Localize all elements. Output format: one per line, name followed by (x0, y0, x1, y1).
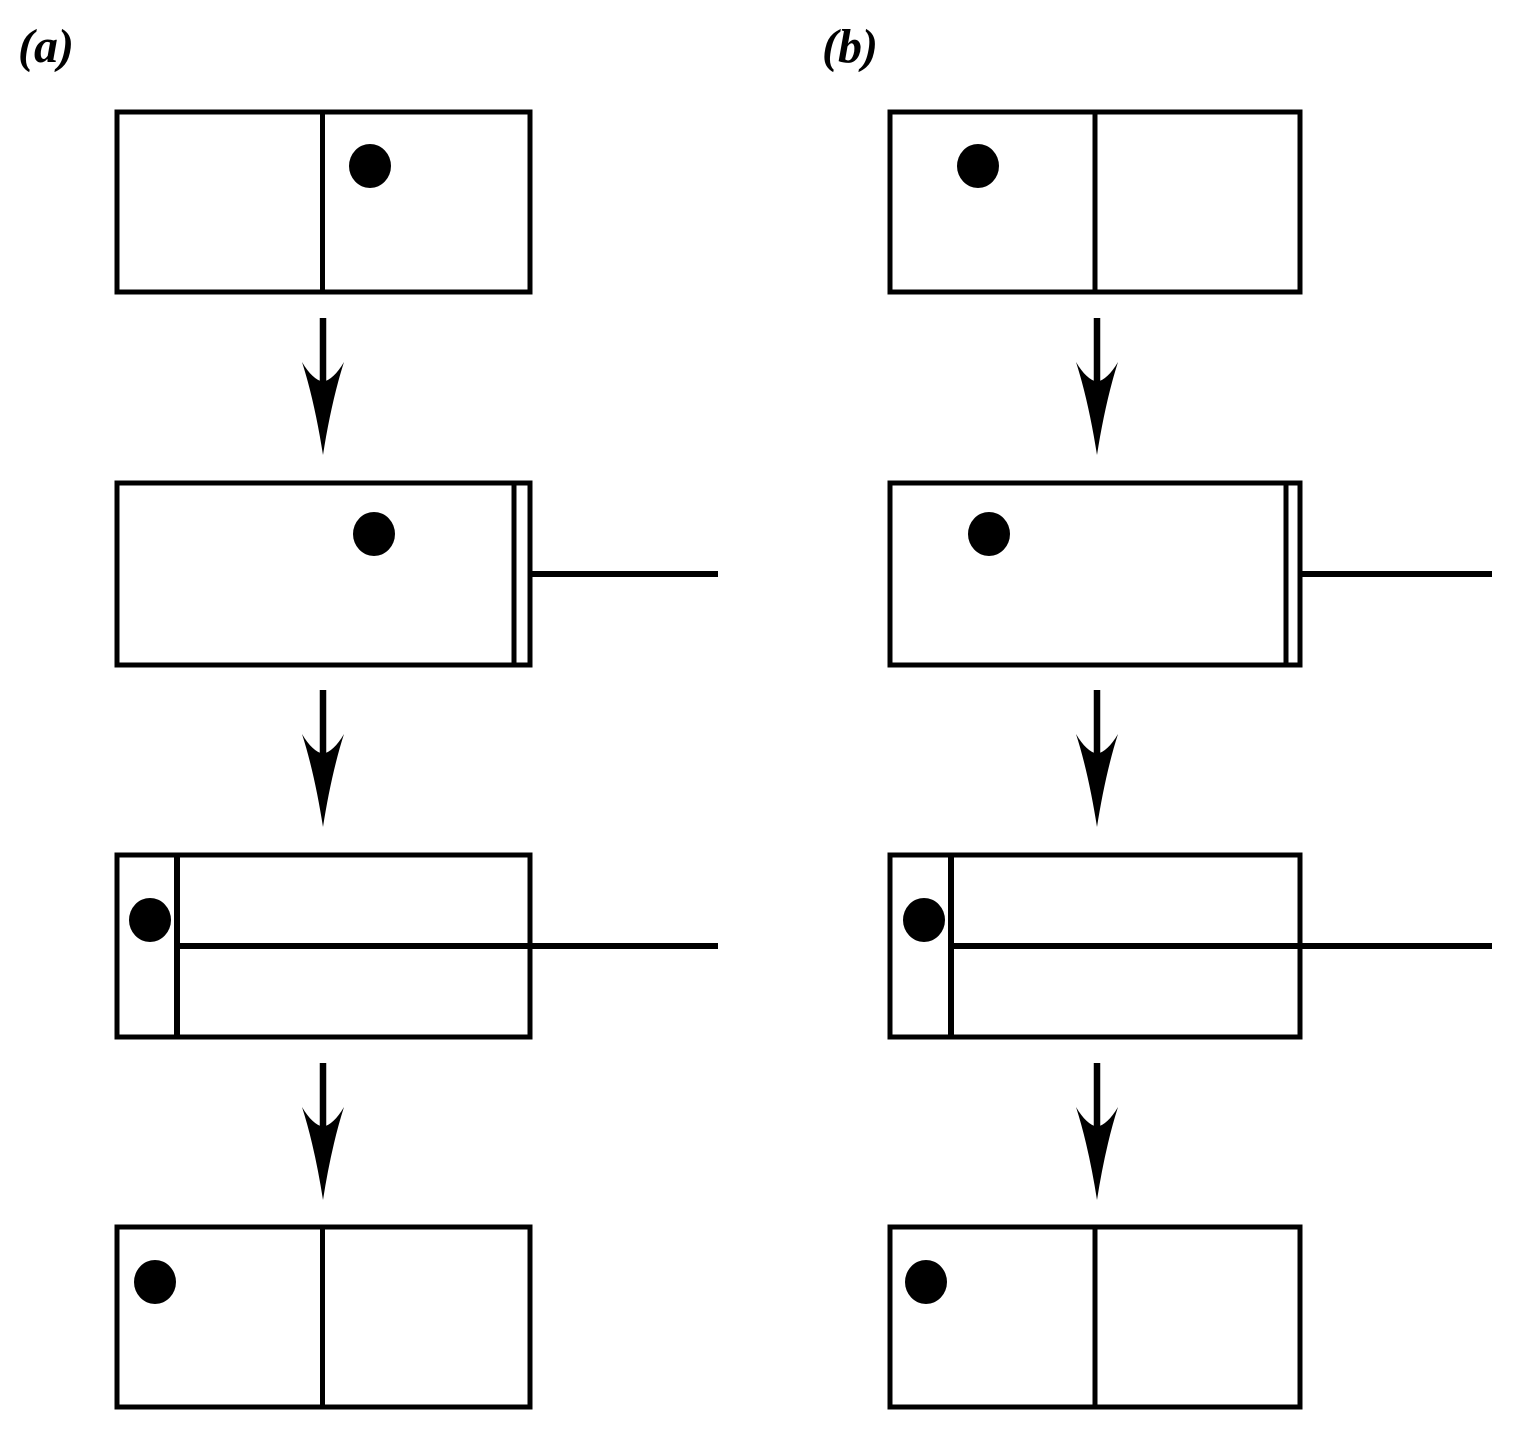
gas-particle (129, 898, 171, 942)
stage-2-piston-right (114, 480, 718, 668)
panel-b: (b) (822, 20, 1492, 1410)
gas-particle (134, 1260, 176, 1304)
stage-1-partitioned-box (887, 109, 1303, 295)
process-arrow (302, 690, 344, 827)
stage-1-partitioned-box (114, 109, 533, 295)
gas-particle (957, 144, 999, 188)
gas-particle (903, 898, 945, 942)
down-arrow-icon (1076, 690, 1118, 827)
down-arrow-icon (302, 1063, 344, 1200)
gas-particle (349, 144, 391, 188)
gas-container (887, 480, 1303, 668)
stage-3-piston-left (114, 852, 718, 1040)
down-arrow-icon (1076, 1063, 1118, 1200)
gas-particle (968, 512, 1010, 556)
gas-particle (353, 512, 395, 556)
process-arrow (302, 318, 344, 455)
down-arrow-icon (302, 690, 344, 827)
process-arrow (1076, 690, 1118, 827)
process-arrow (1076, 318, 1118, 455)
process-arrow (302, 1063, 344, 1200)
stage-3-piston-left (887, 852, 1492, 1040)
down-arrow-icon (1076, 318, 1118, 455)
gas-particle (905, 1260, 947, 1304)
stage-4-partitioned-box (114, 1224, 533, 1410)
stage-2-piston-right (887, 480, 1492, 668)
down-arrow-icon (302, 318, 344, 455)
panel-b-label: (b) (822, 20, 878, 73)
process-arrow (1076, 1063, 1118, 1200)
panel-a: (a) (18, 20, 718, 1410)
stage-4-partitioned-box (887, 1224, 1303, 1410)
gas-container (114, 480, 533, 668)
panel-a-label: (a) (18, 20, 74, 73)
